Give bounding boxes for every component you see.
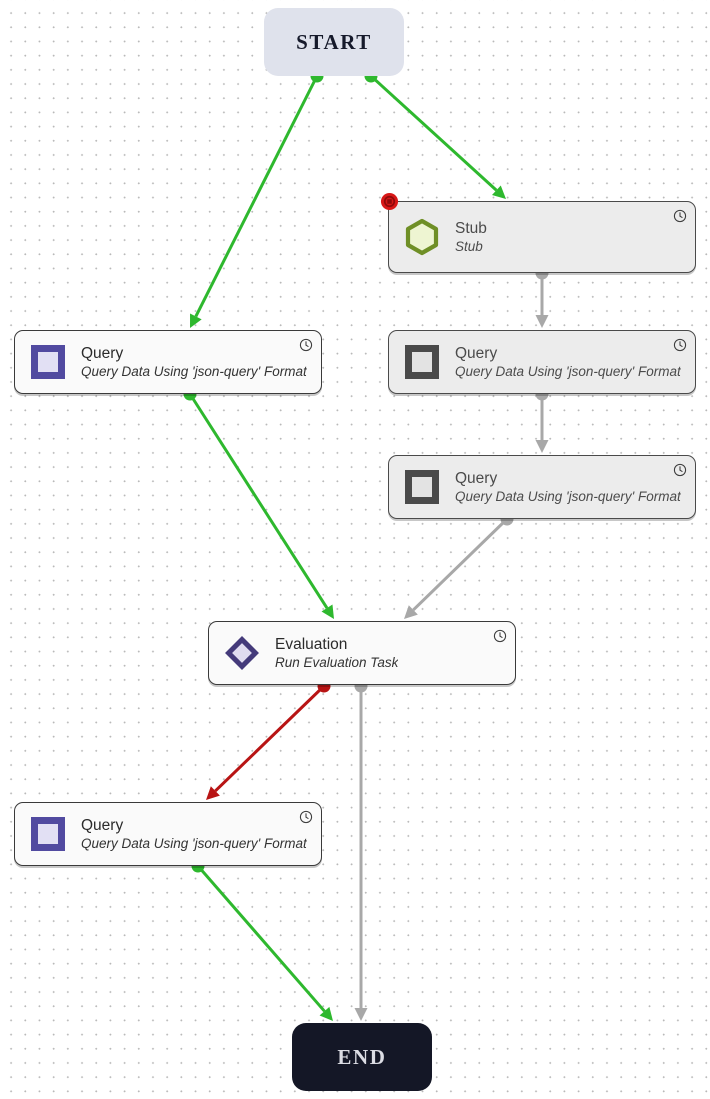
edge-stub-to-query-right-1[interactable] xyxy=(535,266,549,329)
node-title: Query xyxy=(81,344,124,362)
edge-line xyxy=(194,75,319,318)
edge-arrowhead xyxy=(535,440,549,453)
node-title: Evaluation xyxy=(275,635,348,653)
square-icon xyxy=(405,345,439,379)
edge-query-left-1-to-evaluation[interactable] xyxy=(183,387,335,620)
clock-icon xyxy=(493,629,507,643)
node-icon xyxy=(29,815,67,853)
edge-query-right-2-to-evaluation[interactable] xyxy=(404,512,514,620)
node-end[interactable]: END xyxy=(292,1023,432,1091)
node-label: START xyxy=(296,29,372,54)
edge-arrowhead xyxy=(319,1006,333,1021)
edge-arrowhead xyxy=(354,1008,368,1021)
edge-arrowhead xyxy=(321,604,334,619)
edge-arrowhead xyxy=(206,786,220,800)
node-subtitle: Query Data Using 'json-query' Format xyxy=(81,363,307,379)
edge-line xyxy=(369,74,498,192)
node-icon xyxy=(403,343,441,381)
edge-line xyxy=(188,393,329,609)
edge-arrowhead xyxy=(535,315,549,328)
edge-arrowhead xyxy=(492,185,506,199)
square-icon xyxy=(31,817,65,851)
node-subtitle: Query Data Using 'json-query' Format xyxy=(455,363,681,379)
hexagon-icon xyxy=(405,218,439,256)
edge-line xyxy=(214,684,326,793)
node-icon xyxy=(223,634,261,672)
node-icon xyxy=(403,218,441,256)
edge-start-to-stub[interactable] xyxy=(364,69,507,200)
node-title: Query xyxy=(455,469,498,487)
edge-line xyxy=(412,517,509,612)
diamond-icon xyxy=(225,636,259,670)
node-title: Query xyxy=(81,816,124,834)
square-icon xyxy=(31,345,65,379)
square-icon xyxy=(405,470,439,504)
edge-arrowhead xyxy=(190,313,202,328)
edge-query-left-2-to-end[interactable] xyxy=(191,859,334,1022)
node-icon xyxy=(403,468,441,506)
clock-icon xyxy=(673,338,687,352)
edge-arrowhead xyxy=(404,605,418,619)
node-label: END xyxy=(337,1044,387,1069)
node-subtitle: Query Data Using 'json-query' Format xyxy=(81,835,307,851)
edge-start-to-query-left-1[interactable] xyxy=(190,69,324,329)
node-title: Stub xyxy=(455,219,487,237)
edge-evaluation-to-query-left-2[interactable] xyxy=(206,679,331,801)
node-subtitle: Run Evaluation Task xyxy=(275,654,399,670)
node-subtitle: Stub xyxy=(455,238,483,254)
edge-line xyxy=(196,865,326,1013)
clock-icon xyxy=(299,338,313,352)
edge-evaluation-to-end[interactable] xyxy=(354,679,368,1022)
stop-badge-icon[interactable] xyxy=(380,192,399,211)
clock-icon xyxy=(673,463,687,477)
edge-query-right-1-to-query-right-2[interactable] xyxy=(535,387,549,454)
node-icon xyxy=(29,343,67,381)
clock-icon xyxy=(673,209,687,223)
node-subtitle: Query Data Using 'json-query' Format xyxy=(455,488,681,504)
node-title: Query xyxy=(455,344,498,362)
clock-icon xyxy=(299,810,313,824)
node-start[interactable]: START xyxy=(264,8,404,76)
